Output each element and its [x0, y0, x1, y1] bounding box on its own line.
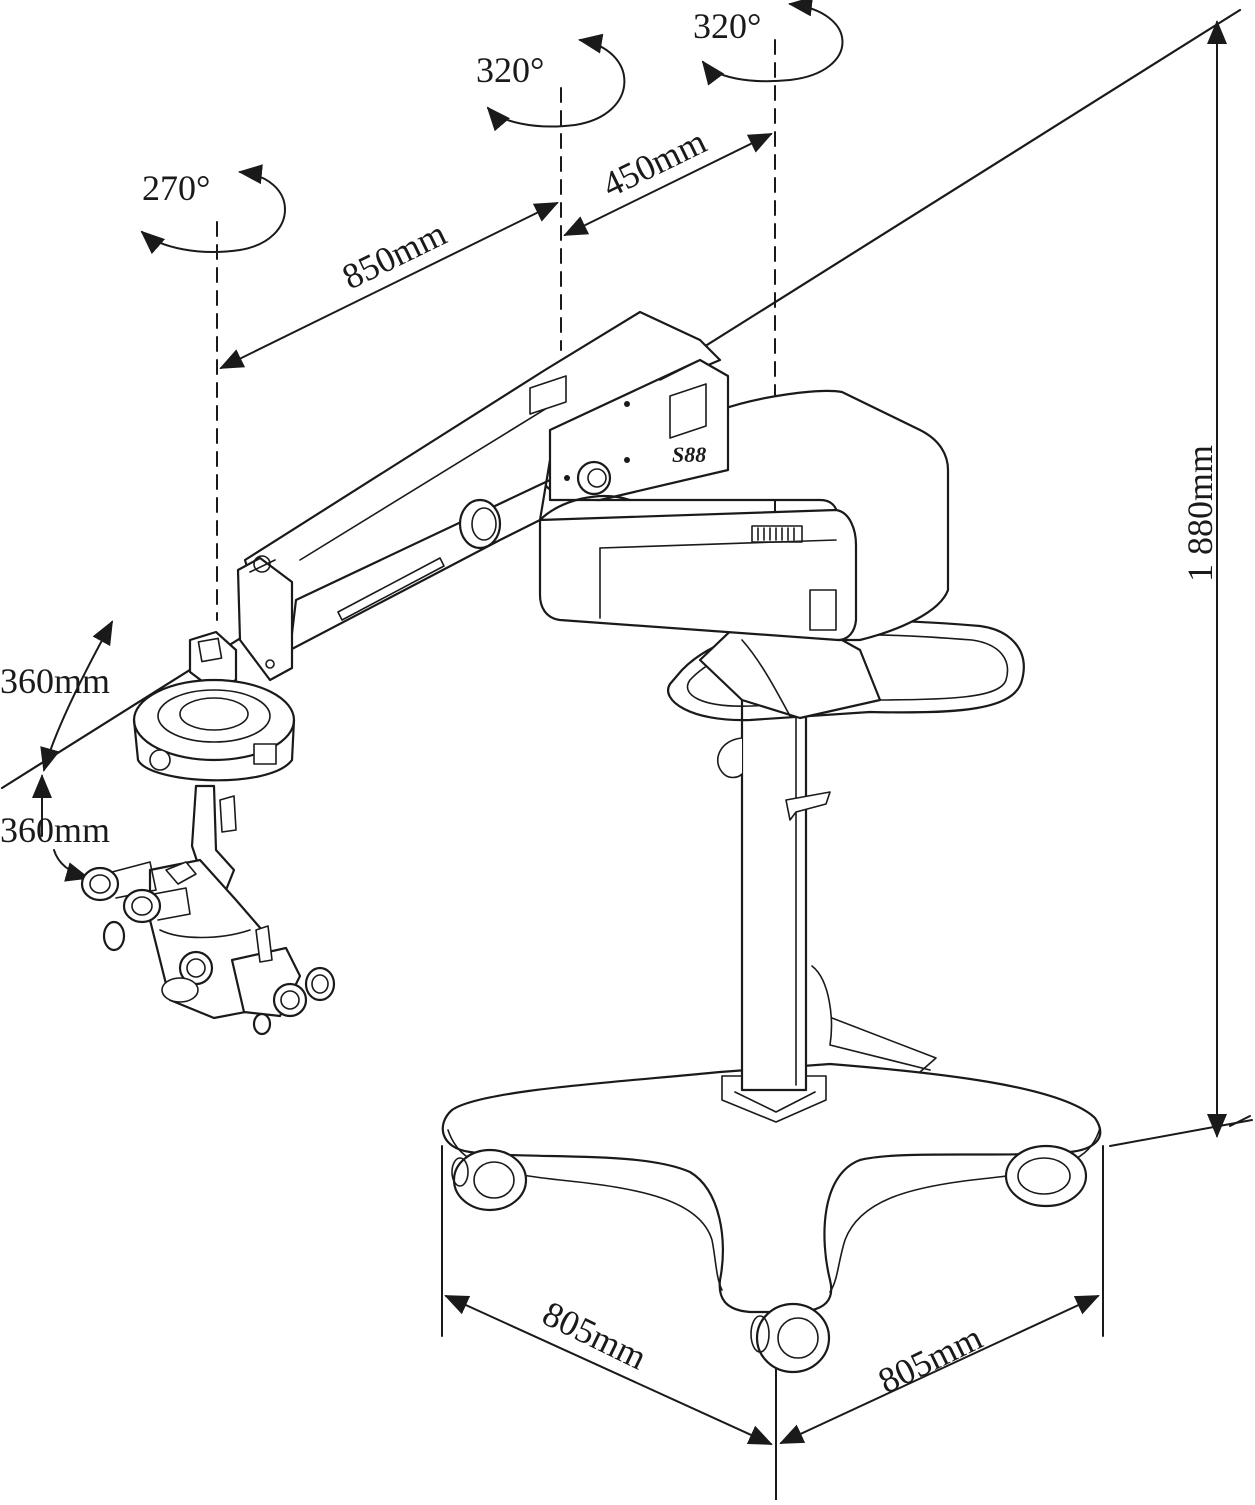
dimension-lines — [0, 8, 1253, 1501]
travel-up-label: 360mm — [0, 661, 110, 701]
eyepiece-left-bottom — [122, 887, 191, 924]
arm-elbow-top — [659, 359, 701, 381]
column-lever — [785, 791, 831, 821]
base-depth-label: 805mm — [872, 1317, 988, 1401]
base-width-dimension-line — [444, 1295, 773, 1445]
column-cone-edge — [741, 639, 791, 717]
travel-down-leader — [53, 849, 90, 882]
base-rear-edge — [811, 965, 931, 1071]
arm-head-connector — [538, 494, 632, 522]
eyepiece-right-top — [304, 966, 336, 1002]
column-socket-inner — [734, 1091, 816, 1113]
assistant-latch — [255, 925, 273, 963]
vent-grille — [751, 525, 803, 543]
casters — [451, 1144, 1088, 1374]
support-arm: S88 — [236, 310, 730, 682]
arm-distal-cap — [249, 559, 276, 573]
microscope-body — [80, 858, 336, 1036]
focus-knob-left — [102, 920, 126, 952]
base-corner-extension-line — [1109, 1119, 1253, 1147]
base-depth-dimension-line — [779, 1295, 1100, 1444]
arm-length-label: 850mm — [336, 213, 452, 297]
model-marking: S88 — [672, 442, 706, 467]
caster-right — [1004, 1144, 1088, 1208]
drop-arm-handle — [219, 795, 237, 833]
arm-slot — [337, 557, 445, 621]
right-rotation-label: 320° — [693, 6, 761, 46]
top-turret — [165, 861, 197, 885]
eyepiece-right-bottom — [272, 982, 308, 1018]
caster-left — [451, 1148, 528, 1212]
balancer-disc-side — [132, 718, 296, 782]
balancer-disc-ring — [157, 689, 271, 743]
arm-top-seam — [299, 399, 561, 561]
travel-down-label: 360mm — [0, 810, 110, 850]
microscope-seam — [159, 929, 251, 939]
balancer-button — [149, 749, 171, 771]
arm-elbow-label-plate — [529, 375, 567, 415]
middle-rotation-arrow — [486, 33, 626, 132]
right-rotation-arrow — [701, 0, 844, 86]
swivel-head — [188, 630, 238, 692]
left-rotation-label: 270° — [142, 168, 210, 208]
rear-connector-panel — [809, 589, 837, 631]
caster-front — [750, 1302, 831, 1374]
balancer-label — [253, 743, 277, 765]
travel-up-arrow — [40, 620, 113, 772]
left-rotation-arrow — [140, 164, 286, 255]
base-top-surface — [441, 1062, 1102, 1314]
total-height-label: 1 880mm — [1180, 445, 1220, 582]
brand-logo-plate — [669, 383, 707, 439]
arm-distal-joint — [236, 556, 294, 682]
arm-length-dimension-line — [219, 202, 559, 369]
joint-spacing-label: 450mm — [596, 121, 712, 205]
joint-spacing-dimension-line — [563, 133, 773, 236]
objective-lens — [161, 977, 199, 1003]
base-rear-plate — [831, 1017, 937, 1073]
head-housing-front — [538, 508, 858, 642]
assistant-focus-knob — [252, 1012, 272, 1036]
column-knob — [717, 737, 743, 779]
rotation-arrows — [140, 0, 844, 255]
arm-joint-knob — [458, 498, 502, 550]
middle-rotation-label: 320° — [476, 50, 544, 90]
